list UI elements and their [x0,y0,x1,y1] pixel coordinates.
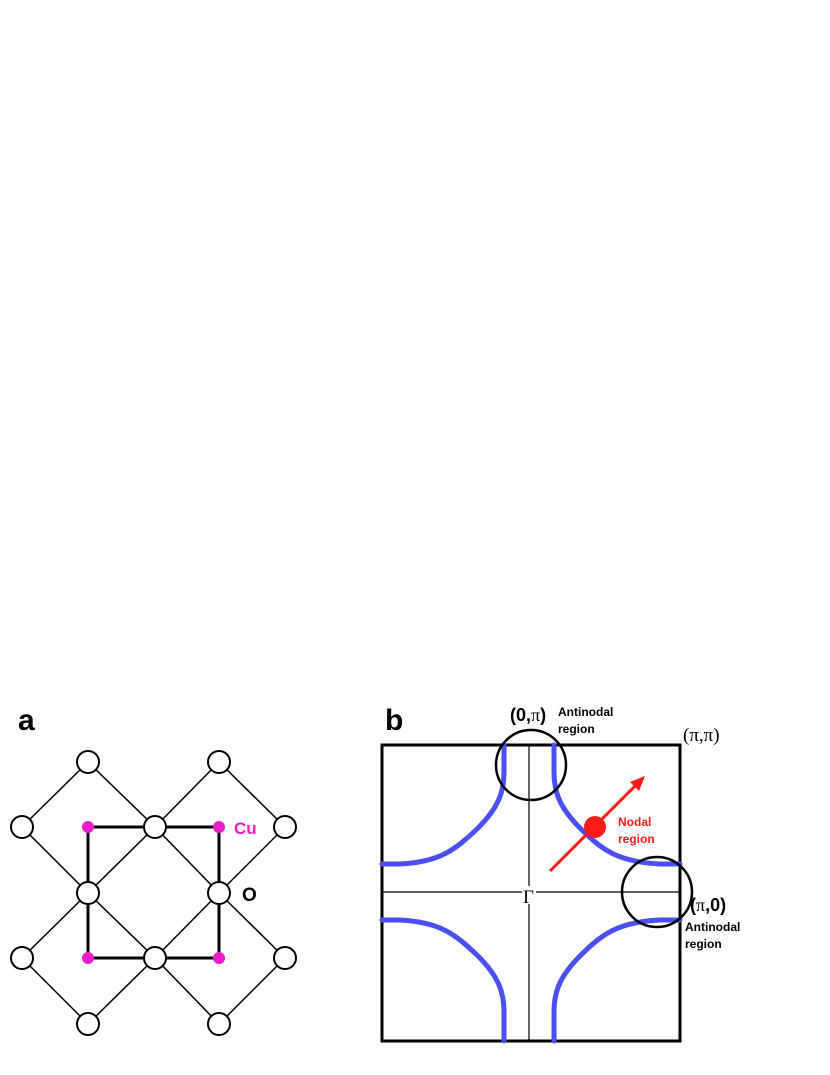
nodal-point [584,816,606,838]
copper-atoms [82,821,225,964]
o-atom [207,750,231,774]
cu-atom [213,952,225,964]
nodal-line1: Nodal [618,815,651,829]
o-atom [143,946,167,970]
right-point-label: (π,0) [690,895,726,915]
panel-b: b (0,π) Antinodal region (π,π) Nodal reg… [379,704,740,1044]
gamma-label: Γ [523,887,534,908]
top-point-close: ) [540,705,546,725]
right-point-zero: 0 [710,895,720,915]
right-point-open: ( [690,895,696,915]
fermi-arc-bottom-left [379,917,507,1044]
gamma-label-background [522,886,536,904]
oxygen-atoms [10,750,297,1036]
top-point-comma: , [526,705,531,725]
antinodal-right-line1: Antinodal [685,920,740,934]
o-atom [273,815,297,839]
cu-label: Cu [234,819,257,838]
nodal-line2: region [618,832,655,846]
antinodal-circle-top [494,728,568,802]
top-point-zero: 0 [516,705,526,725]
o-atom [10,946,34,970]
o-atom [76,881,100,905]
nodal-arrowhead [630,776,645,791]
o-atom [207,1012,231,1036]
o-atom [207,881,231,905]
o-atom [76,750,100,774]
antinodal-right-line2: region [685,937,722,951]
panel-a: a [10,704,297,1036]
right-point-pi: π [696,895,705,915]
fermi-arc-top-right [551,742,683,867]
corner-label: (π,π) [683,725,720,746]
brillouin-zone-frame [380,743,682,1043]
fermi-surface [379,742,683,1044]
panel-b-letter: b [385,704,403,737]
right-point-comma: , [705,895,710,915]
fermi-arc-top-left [379,742,507,867]
top-point-label: (0,π) [510,705,546,725]
right-point-close: ) [720,895,726,915]
fermi-arc-bottom-right [551,917,683,1044]
top-point-open: ( [510,705,516,725]
o-atom [76,1012,100,1036]
cu-atom [213,821,225,833]
cu-atom [82,952,94,964]
o-atom [273,946,297,970]
o-atom [10,815,34,839]
panel-a-letter: a [18,704,35,737]
antinodal-circle-right [620,855,694,929]
o-label: O [242,885,257,906]
cu-atom [82,821,94,833]
antinodal-top-line1: Antinodal [558,705,613,719]
antinodal-top-line2: region [558,722,595,736]
top-point-pi: π [531,705,540,725]
o-atom [143,815,167,839]
cuo2-square [86,825,221,960]
